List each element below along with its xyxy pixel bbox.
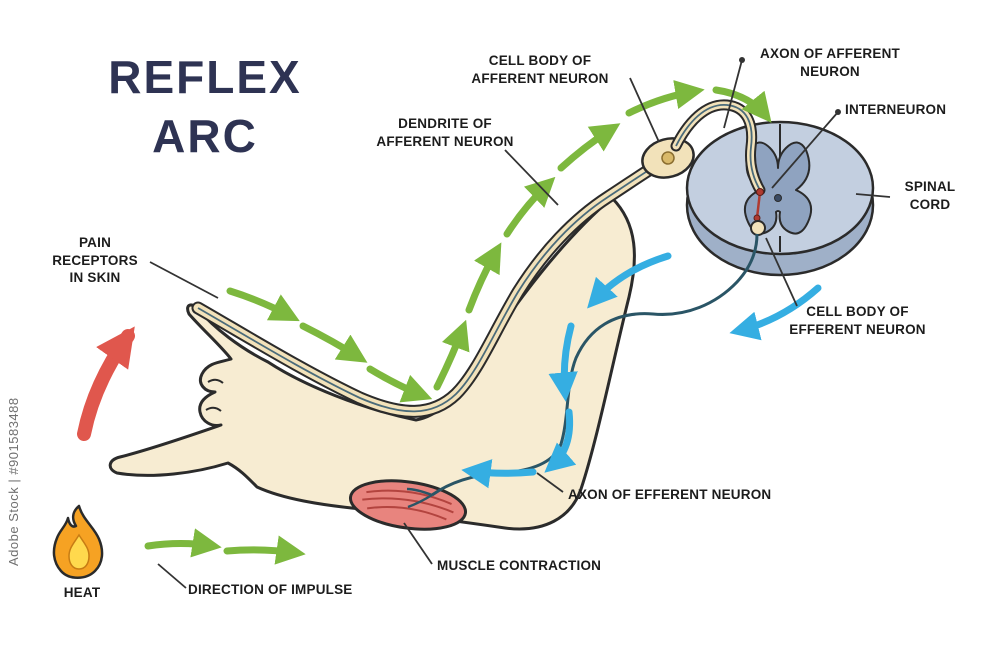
direction-impulse-arrows	[144, 528, 306, 565]
impulse-arrow	[433, 319, 470, 391]
knuckle-line	[205, 406, 222, 412]
leader-line-muscle	[403, 522, 433, 565]
cell-nucleus	[661, 151, 675, 165]
central-canal	[774, 194, 782, 202]
leader-line-pain-receptors	[149, 261, 219, 299]
label-interneuron: INTERNEURON	[845, 102, 947, 117]
impulse-arrow	[226, 287, 300, 322]
leader-line-axon-efferent	[536, 472, 564, 493]
label-dendrite-afferent: DENDRITE OF AFFERENT NEURON	[376, 116, 514, 149]
leader-line-axon-afferent	[723, 59, 743, 129]
heat-arrow	[77, 326, 135, 441]
interneuron	[753, 188, 764, 222]
impulse-arrow	[465, 242, 502, 314]
impulse-arrow	[557, 123, 621, 172]
interneuron-fiber	[755, 191, 762, 219]
knuckle-line	[207, 378, 224, 384]
label-muscle-contraction: MUSCLE CONTRACTION	[437, 558, 602, 573]
impulse-arrow	[625, 79, 705, 117]
label-spinal-cord: SPINAL CORD	[904, 179, 956, 212]
efferent-impulse-arrows	[461, 252, 822, 489]
impulse-arrow	[144, 528, 222, 558]
spinal-cord-group	[685, 120, 875, 277]
label-heat: HEAT	[63, 585, 101, 600]
impulse-arrow	[461, 459, 537, 489]
impulse-arrow	[548, 322, 578, 402]
impulse-arrow	[587, 252, 672, 309]
title-line-2: ARC	[152, 109, 258, 162]
label-pain-receptors: PAIN RECEPTORS IN SKIN	[52, 235, 138, 286]
afferent-nerve-band	[191, 155, 669, 418]
impulse-arrow	[366, 365, 433, 403]
leader-line-direction	[157, 563, 187, 589]
flame-icon	[52, 504, 104, 579]
muscle-striation	[366, 489, 452, 505]
label-cell-body-efferent: CELL BODY OF EFFERENT NEURON	[789, 304, 926, 337]
impulse-arrow	[223, 535, 306, 565]
afferent-nerve-fiber	[197, 161, 663, 413]
title-line-1: REFLEX	[108, 51, 302, 103]
leader-line-cell-body-afferent	[629, 77, 660, 143]
flame-inner	[68, 533, 90, 570]
label-direction-of-impulse: DIRECTION OF IMPULSE	[188, 582, 353, 597]
efferent-axon-branch	[406, 487, 433, 497]
leader-dot	[739, 57, 745, 63]
label-axon-afferent: AXON OF AFFERENT NEURON	[760, 46, 900, 79]
leader-lines	[149, 57, 891, 589]
page-title: REFLEX ARC	[55, 48, 355, 166]
impulse-arrow	[544, 408, 577, 473]
interneuron-body	[756, 188, 764, 196]
leader-dot	[835, 109, 841, 115]
arm-illustration	[108, 196, 636, 531]
leader-line-cell-body-efferent	[765, 237, 798, 307]
leader-line-dendrite	[504, 149, 559, 206]
muscle-striation	[367, 506, 447, 521]
label-cell-body-afferent: CELL BODY OF AFFERENT NEURON	[471, 53, 609, 86]
impulse-arrow	[503, 176, 556, 238]
impulse-arrow	[299, 322, 368, 363]
leader-line-interneuron	[771, 111, 839, 189]
impulse-arrow	[729, 284, 822, 341]
impulse-arrow	[712, 86, 772, 123]
efferent-cell-body	[750, 220, 766, 236]
efferent-axon-branch	[407, 493, 433, 509]
gray-matter-butterfly	[744, 141, 812, 235]
stock-watermark: Adobe Stock | #901583488	[6, 397, 21, 566]
leader-line-spinal-cord	[855, 193, 891, 198]
afferent-impulse-arrows	[226, 79, 772, 403]
label-axon-efferent: AXON OF EFFERENT NEURON	[568, 487, 772, 502]
muscle-striation	[362, 497, 454, 514]
